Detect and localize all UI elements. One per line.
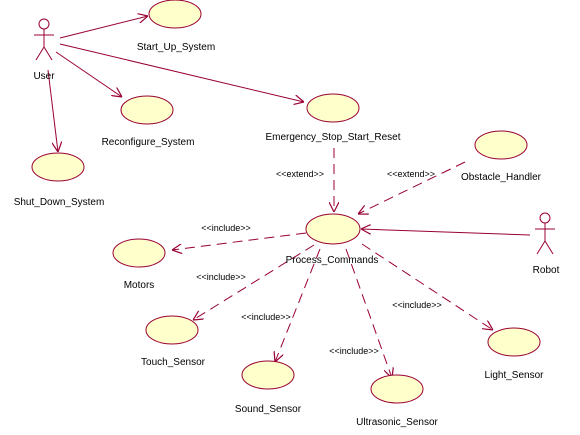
actor-user-head [38,18,50,30]
use-case-ultrasonic-sensor[interactable] [370,374,424,404]
include-motors-label: <<include>> [201,223,251,233]
use-case-light-sensor-label: Light_Sensor [485,370,545,381]
use-case-emergency-stop-start-reset-label: Emergency_Stop_Start_Reset [265,132,400,143]
association-user-shut-down[interactable] [47,69,58,152]
include-sound-label: <<include>> [241,312,291,322]
use-case-sound-sensor[interactable] [241,360,295,390]
include-process-touch[interactable] [193,244,315,320]
use-case-emergency-stop-start-reset[interactable] [306,93,360,123]
include-process-ultrasonic[interactable] [345,248,392,378]
use-case-start-up-system[interactable] [148,0,202,29]
use-case-obstacle-handler-label: Obstacle_Handler [461,172,542,183]
associations [47,16,531,236]
include-ultrasonic-label: <<include>> [329,346,379,356]
actor-robot[interactable] [535,212,555,255]
association-user-emergency[interactable] [59,43,304,102]
use-case-start-up-system-label: Start_Up_System [137,42,215,53]
use-case-motors-label: Motors [124,280,155,291]
include-light-label: <<include>> [392,300,442,310]
actor-user-label: User [33,71,55,82]
use-case-shut-down-system[interactable] [31,152,85,182]
actor-robot-head [539,212,551,224]
use-case-process-commands-label: Process_Commands [286,255,379,266]
include-process-light[interactable] [361,243,493,330]
include-touch-label: <<include>> [196,272,246,282]
association-user-reconfigure[interactable] [55,51,122,97]
use-case-reconfigure-system[interactable] [120,95,174,125]
use-case-touch-sensor-label: Touch_Sensor [141,357,206,368]
use-case-ultrasonic-sensor-label: Ultrasonic_Sensor [356,417,438,428]
include-process-motors[interactable] [172,232,307,250]
extend-obstacle-label: <<extend>> [387,169,435,179]
use-case-reconfigure-system-label: Reconfigure_System [102,137,195,148]
extend-obstacle-process[interactable] [358,161,466,214]
association-user-start-up[interactable] [59,16,148,39]
use-case-process-commands[interactable] [305,213,361,245]
actor-user[interactable] [34,18,54,61]
use-case-light-sensor[interactable] [487,327,541,357]
include-process-sound[interactable] [275,248,321,362]
actor-robot-label: Robot [533,265,560,276]
association-robot-process[interactable] [361,229,531,236]
use-case-touch-sensor[interactable] [145,315,199,345]
use-case-obstacle-handler[interactable] [474,130,528,160]
use-case-motors[interactable] [112,238,166,268]
dependencies [172,148,493,378]
use-case-shut-down-system-label: Shut_Down_System [14,197,105,208]
extend-emergency-label: <<extend>> [276,169,324,179]
use-case-sound-sensor-label: Sound_Sensor [235,404,302,415]
